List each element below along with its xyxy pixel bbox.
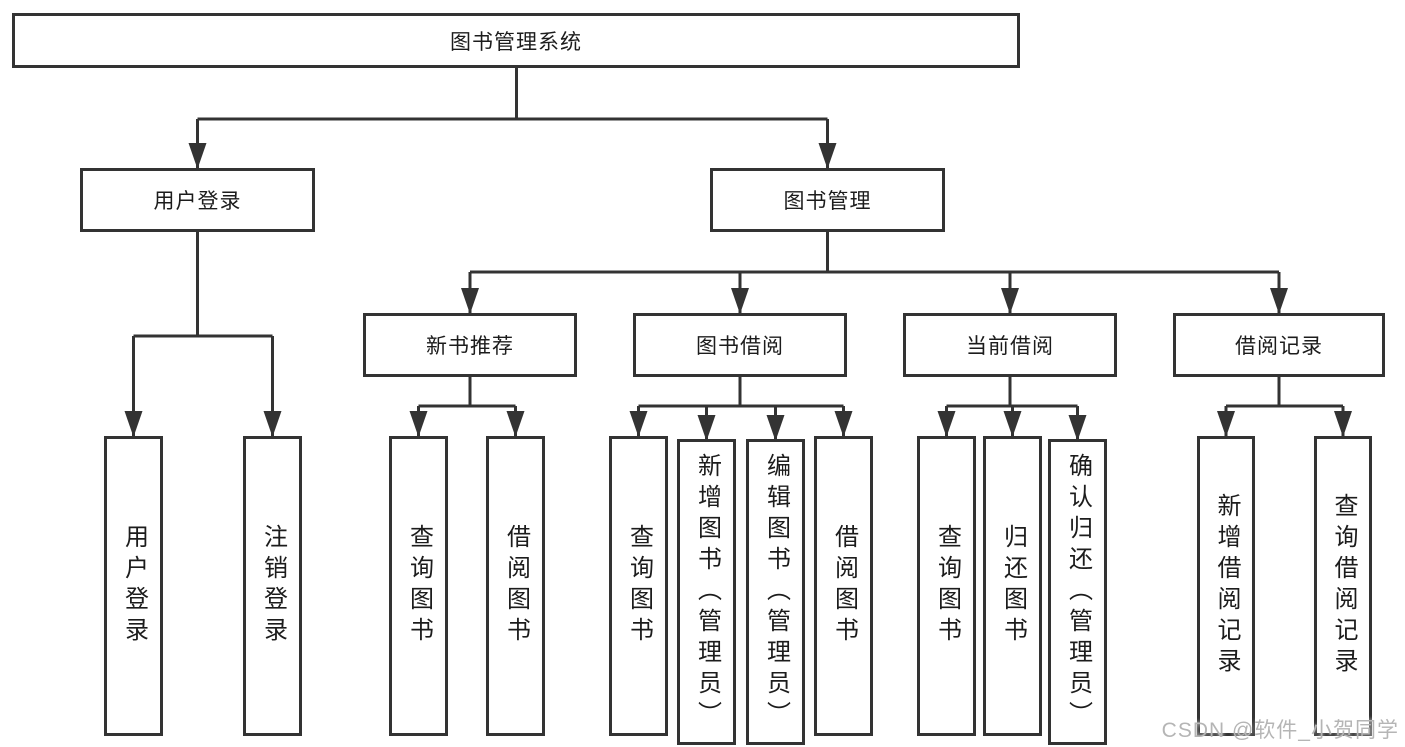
leaf-user-login: 用户登录: [104, 436, 163, 736]
leaf-query-books-3: 查询图书: [917, 436, 976, 736]
arrow-down-icon: [188, 143, 207, 169]
arrowheads: [124, 143, 1352, 441]
edge-root-to-level2: [196, 68, 829, 168]
node-book-management: 图书管理: [710, 168, 945, 232]
arrow-down-icon: [937, 411, 956, 437]
leaf-add-book-admin: 新增图书（管理员）: [677, 439, 736, 745]
arrow-down-icon: [1217, 411, 1235, 437]
leaf-logout: 注销登录: [243, 436, 302, 736]
arrow-down-icon: [731, 288, 749, 314]
arrow-down-icon: [506, 411, 525, 437]
edge-borrow-records-to-leaves: [1224, 377, 1345, 436]
edge-book-mgmt-to-level3: [468, 232, 1281, 313]
arrow-down-icon: [766, 415, 785, 441]
arrow-down-icon: [1003, 411, 1022, 437]
leaf-query-borrow-record: 查询借阅记录: [1314, 436, 1372, 736]
arrow-down-icon: [409, 411, 428, 437]
leaf-add-borrow-record: 新增借阅记录: [1197, 436, 1255, 736]
arrow-down-icon: [697, 415, 716, 441]
arrow-down-icon: [263, 411, 282, 437]
arrow-down-icon: [124, 411, 143, 437]
node-book-borrow: 图书借阅: [633, 313, 847, 377]
node-root: 图书管理系统: [12, 13, 1020, 68]
leaf-return-books: 归还图书: [983, 436, 1042, 736]
edge-new-book-to-leaves: [417, 377, 517, 436]
arrow-down-icon: [1334, 411, 1352, 437]
connector-edges: [132, 68, 1345, 440]
leaf-edit-book-admin: 编辑图书（管理员）: [746, 439, 805, 745]
node-borrow-records: 借阅记录: [1173, 313, 1385, 377]
leaf-confirm-return-admin: 确认归还（管理员）: [1048, 439, 1107, 745]
node-current-borrow: 当前借阅: [903, 313, 1117, 377]
leaf-query-books-2: 查询图书: [609, 436, 668, 736]
node-new-book-recommend: 新书推荐: [363, 313, 577, 377]
edge-user-login-to-leaves: [132, 232, 274, 436]
leaf-query-books-1: 查询图书: [389, 436, 448, 736]
arrow-down-icon: [461, 288, 479, 314]
leaf-borrow-books-2: 借阅图书: [814, 436, 873, 736]
arrow-down-icon: [818, 143, 837, 169]
leaf-borrow-books-1: 借阅图书: [486, 436, 545, 736]
arrow-down-icon: [1270, 288, 1288, 314]
arrow-down-icon: [834, 411, 853, 437]
arrow-down-icon: [629, 411, 648, 437]
arrow-down-icon: [1068, 415, 1087, 441]
node-user-login: 用户登录: [80, 168, 315, 232]
edge-book-borrow-to-leaves: [637, 377, 845, 439]
watermark: CSDN @软件_小贺同学: [1161, 719, 1399, 742]
arrow-down-icon: [1001, 288, 1019, 314]
